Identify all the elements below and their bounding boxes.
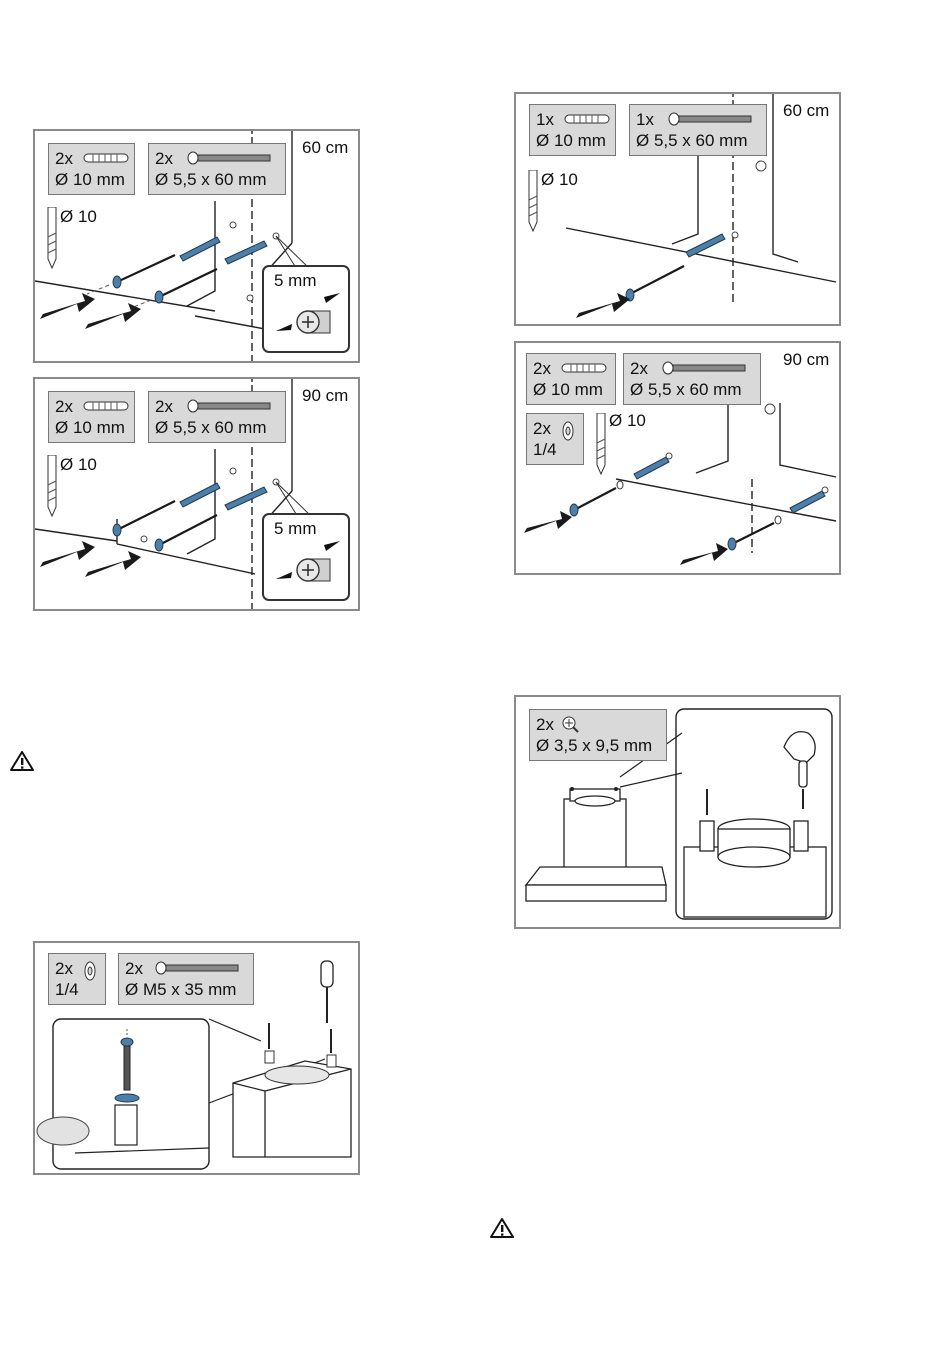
screw-head-detail-icon <box>264 515 348 599</box>
wall-plug-box: 2x Ø 10 mm <box>48 143 135 195</box>
size-label: 60 cm <box>783 101 829 121</box>
drill-bit-icon <box>595 413 607 475</box>
screw-box: 2x Ø 5,5 x 60 mm <box>148 143 286 195</box>
figure-bolt-mount: 2x 1/4 2x Ø M5 x 35 mm <box>33 941 360 1175</box>
figure-chimney-screw: 2x Ø 3,5 x 9,5 mm <box>514 695 841 929</box>
screw-icon <box>187 151 273 165</box>
figure-90cm-washer-mount: 2x Ø 10 mm 2x Ø 5,5 x 60 mm 2x 1/4 90 cm… <box>514 341 841 575</box>
bolt-box: 2x Ø M5 x 35 mm <box>118 953 254 1005</box>
drill-size-label: Ø 10 <box>60 455 97 475</box>
wall-plug-box: 1x Ø 10 mm <box>529 104 616 156</box>
wall-plug-box: 2x Ø 10 mm <box>526 353 616 405</box>
size-label: 90 cm <box>783 350 829 370</box>
figure-60cm-single-mount: 1x Ø 10 mm 1x Ø 5,5 x 60 mm 60 cm Ø 10 <box>514 92 841 326</box>
screw-box: 2x Ø 5,5 x 60 mm <box>148 391 286 443</box>
self-tapping-screw-icon <box>560 715 580 733</box>
screw-box: 2x Ø 3,5 x 9,5 mm <box>529 709 667 761</box>
screw-icon <box>187 399 273 413</box>
drill-size-label: Ø 10 <box>609 411 646 431</box>
screw-head-detail-icon <box>264 267 348 351</box>
figure-60cm-wall-mount: 2x Ø 10 mm 2x Ø 5,5 x 60 mm 60 cm Ø 10 5… <box>33 129 360 363</box>
screw-icon <box>668 112 754 126</box>
wall-plug-box: 2x Ø 10 mm <box>48 391 135 443</box>
wall-plug-icon <box>83 400 129 412</box>
washer-box: 2x 1/4 <box>526 413 584 465</box>
screw-box: 1x Ø 5,5 x 60 mm <box>629 104 767 156</box>
detail-callout: 5 mm <box>262 265 350 353</box>
figure-90cm-wall-mount: 2x Ø 10 mm 2x Ø 5,5 x 60 mm 90 cm Ø 10 5… <box>33 377 360 611</box>
washer-icon <box>561 420 575 442</box>
drill-bit-icon <box>46 207 58 269</box>
wall-plug-icon <box>564 113 610 125</box>
wall-plug-icon <box>83 152 129 164</box>
bolt-icon <box>155 961 241 975</box>
washer-box: 2x 1/4 <box>48 953 106 1005</box>
drill-bit-icon <box>46 455 58 517</box>
drill-bit-icon <box>527 170 539 232</box>
washer-icon <box>83 960 97 982</box>
size-label: 60 cm <box>302 138 348 158</box>
screw-box: 2x Ø 5,5 x 60 mm <box>623 353 761 405</box>
screw-icon <box>662 361 748 375</box>
wall-plug-icon <box>561 362 607 374</box>
warning-icon <box>9 750 35 772</box>
warning-icon <box>489 1217 515 1239</box>
detail-callout: 5 mm <box>262 513 350 601</box>
size-label: 90 cm <box>302 386 348 406</box>
drill-size-label: Ø 10 <box>541 170 578 190</box>
drill-size-label: Ø 10 <box>60 207 97 227</box>
